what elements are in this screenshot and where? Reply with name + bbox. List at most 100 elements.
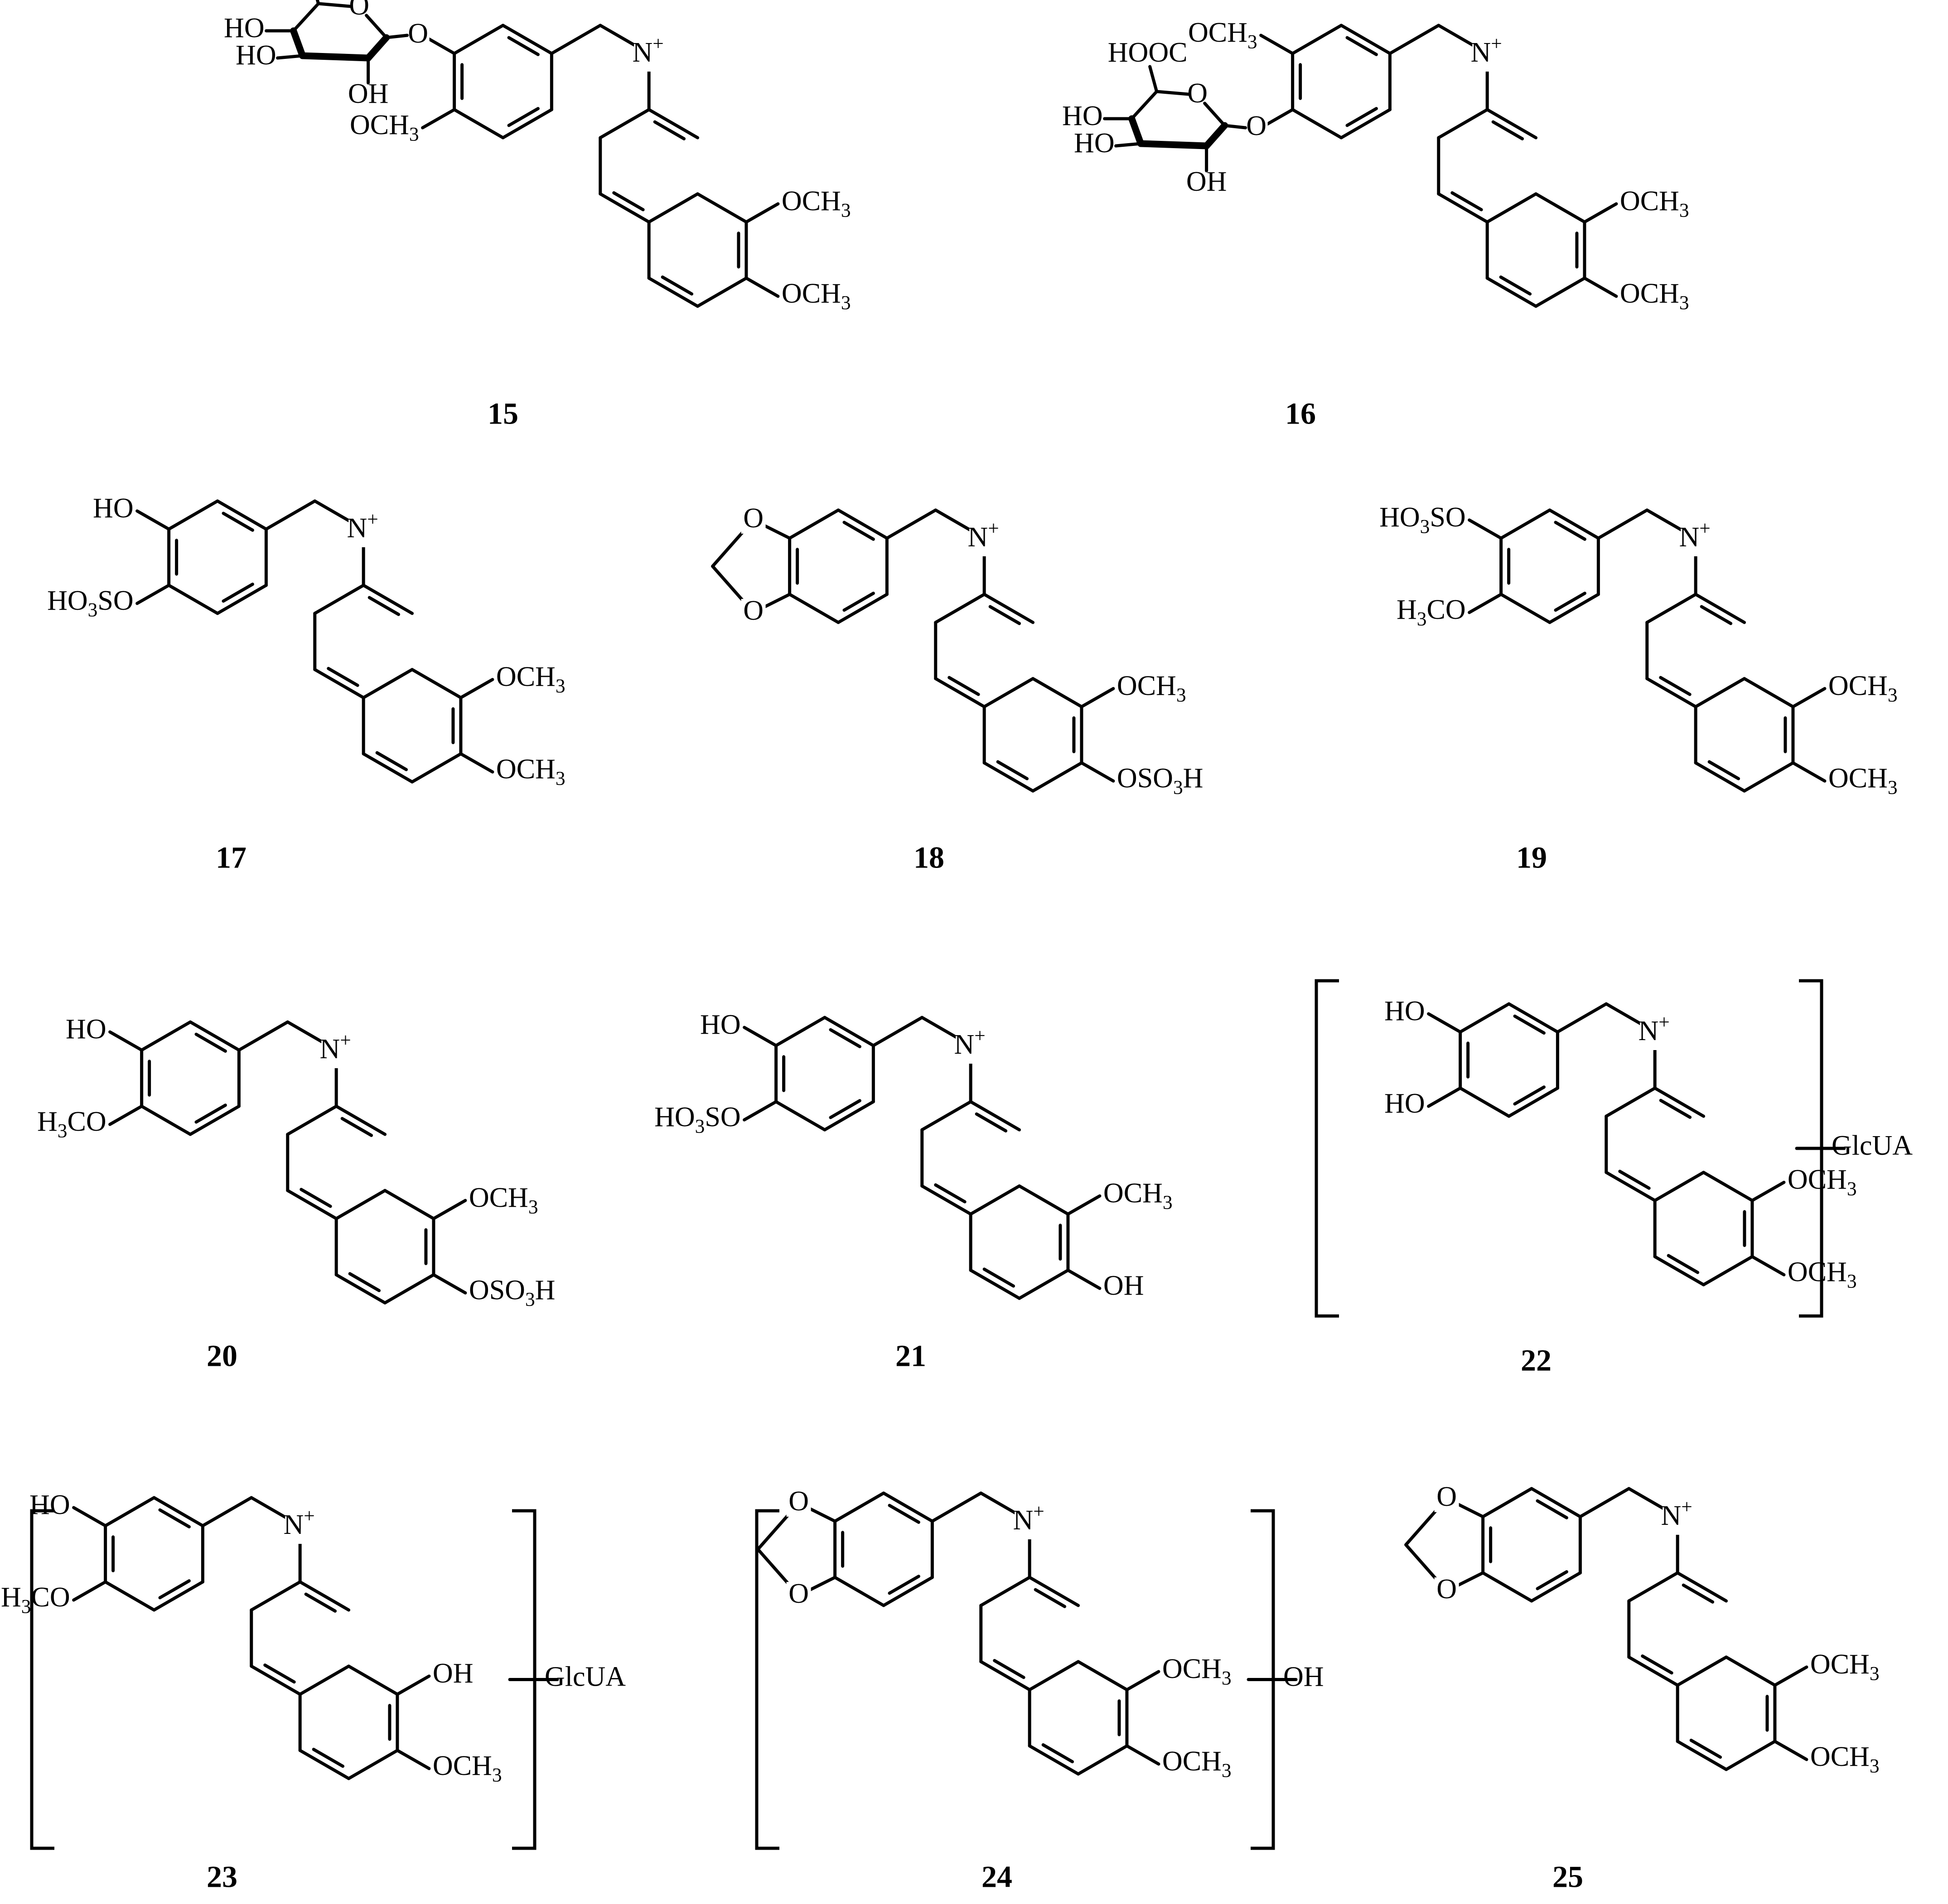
substituent-c10-label: OCH3​ (433, 1750, 502, 1786)
ring-a-bond (1291, 108, 1343, 140)
substituent-bond (1750, 1181, 1786, 1202)
double-bond-line (194, 1032, 227, 1053)
ring-d-bond (1077, 1744, 1129, 1776)
substituent-c9-label: OCH3​ (1162, 1653, 1232, 1689)
double-bond-line (158, 1508, 191, 1528)
ring-a-bond (167, 499, 219, 531)
ring-a-bond (1548, 593, 1600, 624)
ring-c-bond (298, 1580, 351, 1612)
ring-a-bond (1481, 1571, 1533, 1603)
ring-c-bond (250, 1664, 302, 1696)
label-mask (969, 520, 1005, 556)
label-mask (786, 1489, 811, 1517)
bracket (1315, 979, 1339, 1318)
substituent-bond (1080, 687, 1115, 709)
ring-c-bond (979, 1660, 1031, 1692)
ring-d-bond (411, 752, 463, 784)
nitrogen-cation-label: N+​ (284, 1505, 315, 1540)
iminium-double-bond (988, 605, 1021, 625)
substituent-bond (1583, 276, 1618, 298)
ring-b-bond (979, 1576, 1031, 1607)
hydroxyl-label: HO (236, 40, 276, 71)
double-bond-line (507, 107, 540, 127)
hydroxyl-label: OH (1186, 166, 1227, 197)
label-mask (1015, 1503, 1050, 1539)
ring-d-bond (1031, 761, 1083, 793)
double-bond-line (348, 1272, 381, 1292)
glycosidic-oxygen-label: O (1246, 111, 1266, 141)
double-bond-line (375, 751, 408, 771)
ring-b-bond (1578, 1487, 1631, 1518)
ring-d-bond (647, 276, 700, 308)
substituent-bond (421, 108, 456, 130)
double-bond-line (1536, 1570, 1568, 1591)
iminium-double-bond (304, 1592, 337, 1613)
double-bond-line (1041, 1743, 1074, 1764)
label-mask (1472, 35, 1508, 72)
ring-d-bond (1018, 1268, 1070, 1300)
carboxyl-label: HOOC (1108, 37, 1188, 68)
ring-c-bond (1676, 1655, 1728, 1687)
ring-d-bond (1743, 761, 1795, 793)
ring-d-bond (1653, 1255, 1706, 1287)
ring-a-bond (1481, 1487, 1533, 1518)
ring-oxygen-label: O (743, 503, 764, 534)
ring-b-bond (871, 1016, 924, 1047)
substituent-c10-label: OCH3​ (496, 754, 566, 789)
ring-d-bond (1725, 1655, 1777, 1687)
ring-a-bond (152, 1580, 204, 1612)
ring-a-bond (788, 593, 840, 624)
substituent-bond (396, 1674, 431, 1696)
ring-a-bond (1291, 24, 1343, 55)
double-bond-line (934, 1183, 967, 1204)
ring-d-bond (982, 761, 1035, 793)
ring-b-bond (1556, 1002, 1608, 1034)
ring-oxygen-label: O (743, 595, 764, 626)
double-bond-line (1513, 1085, 1546, 1106)
label-mask (1663, 1499, 1698, 1535)
substituent-c10-label: OCH3​ (1810, 1741, 1880, 1777)
double-bond-line (829, 1099, 861, 1119)
ring-c-bond (1485, 108, 1538, 140)
substituent-bond (432, 1273, 467, 1295)
ring-b-bond (250, 1580, 302, 1612)
substituent-bond (135, 583, 171, 605)
ring-d-bond (696, 276, 748, 308)
iminium-double-bond (367, 596, 401, 616)
ring-a-bond (833, 1491, 885, 1523)
bracket-substituent-label: GlcUA (1832, 1130, 1913, 1161)
ring-d-bond (1725, 1740, 1777, 1771)
ring-c-bond (298, 1664, 351, 1696)
label-mask (1434, 1485, 1459, 1512)
label-mask (1434, 1577, 1459, 1605)
label-mask (956, 1027, 991, 1064)
nitrogen-cation-label: N+​ (1013, 1500, 1044, 1536)
nitrogen-cation-label: N+​ (347, 508, 378, 544)
ring-d-bond (1077, 1660, 1129, 1692)
ring-d-bond (383, 1273, 435, 1305)
substituent-bond (1080, 761, 1115, 783)
ring-c-bond (1437, 192, 1489, 224)
double-bond-line (947, 676, 980, 696)
ring-b-bond (1605, 1086, 1657, 1118)
hydroxyl-label: HO (224, 13, 265, 43)
substituent-c10-label: OCH3​ (1828, 763, 1898, 798)
double-bond-line (1707, 760, 1740, 781)
nitrogen-cation-label: N+​ (633, 33, 664, 68)
ring-a-bond (1499, 593, 1552, 624)
double-bond-line (661, 275, 694, 296)
substituent-bond (1773, 1665, 1808, 1687)
substituent-bond (108, 1104, 144, 1126)
nitrogen-cation-label: N+​ (1471, 33, 1502, 68)
substituent-c3-label: H3​CO (1, 1582, 70, 1617)
ring-b-bond (1437, 108, 1489, 140)
double-bond-line (1554, 592, 1586, 612)
ring-a-bond (882, 1576, 934, 1607)
ring-c-bond (1694, 593, 1746, 624)
substituent-bond (396, 1749, 431, 1770)
ring-c-bond (1645, 677, 1697, 709)
